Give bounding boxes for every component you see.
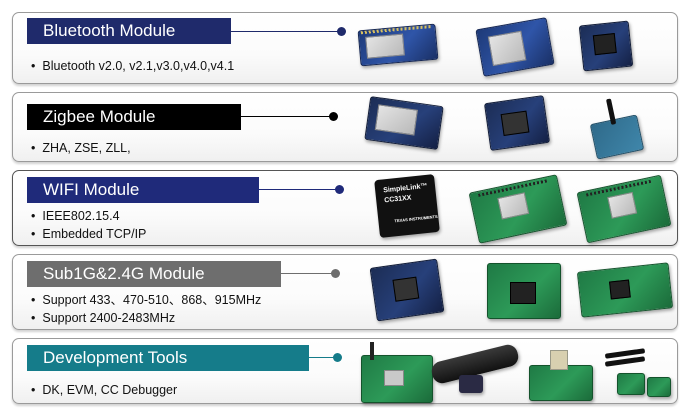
wifi-board-photo-2 xyxy=(576,174,672,244)
connector-dot xyxy=(337,27,346,36)
feature-item: IEEE802.15.4 xyxy=(31,207,146,225)
feature-list: IEEE802.15.4 Embedded TCP/IP xyxy=(31,207,146,243)
feature-item: DK, EVM, CC Debugger xyxy=(31,381,177,399)
bluetooth-module-photo-1 xyxy=(357,23,439,67)
connector-dot xyxy=(329,112,338,121)
feature-item: Support 2400-2483MHz xyxy=(31,309,261,327)
bluetooth-module-photo-2 xyxy=(475,17,555,77)
module-title-wifi[interactable]: WIFI Module xyxy=(27,177,259,203)
module-panel-bluetooth: Bluetooth Module Bluetooth v2.0, v2.1,v3… xyxy=(12,12,678,84)
feature-list: ZHA, ZSE, ZLL, xyxy=(31,139,130,157)
module-title-bluetooth[interactable]: Bluetooth Module xyxy=(27,18,231,44)
zigbee-xbee-photo xyxy=(589,98,645,160)
connector-line xyxy=(231,31,341,32)
dev-kit-photo xyxy=(361,342,433,403)
feature-item: Bluetooth v2.0, v2.1,v3.0,v4.0,v4.1 xyxy=(31,57,234,75)
feature-item: Support 433、470-510、868、915MHz xyxy=(31,291,261,309)
module-title-sub1g[interactable]: Sub1G&2.4G Module xyxy=(27,261,281,287)
connector-line xyxy=(241,116,333,117)
dongle-photo xyxy=(459,375,483,393)
sub1g-module-photo-2 xyxy=(487,263,561,319)
zigbee-module-photo-2 xyxy=(483,95,551,151)
feature-list: Support 433、470-510、868、915MHz Support 2… xyxy=(31,291,261,327)
zigbee-module-photo-1 xyxy=(364,96,444,150)
debugger-board-photo xyxy=(617,373,645,395)
bluetooth-module-photo-3 xyxy=(578,20,634,72)
wifi-board-photo-1 xyxy=(468,174,568,244)
feature-list: DK, EVM, CC Debugger xyxy=(31,381,177,399)
feature-item: Embedded TCP/IP xyxy=(31,225,146,243)
module-title-dev-tools[interactable]: Development Tools xyxy=(27,345,309,371)
module-panel-zigbee: Zigbee Module ZHA, ZSE, ZLL, xyxy=(12,92,678,162)
connector-dot xyxy=(333,353,342,362)
connector-line xyxy=(309,357,337,358)
module-panel-wifi: WIFI Module IEEE802.15.4 Embedded TCP/IP… xyxy=(12,170,678,246)
connector-line xyxy=(281,273,335,274)
module-title-zigbee[interactable]: Zigbee Module xyxy=(27,104,241,130)
connector-dot xyxy=(335,185,344,194)
connector-dot xyxy=(331,269,340,278)
feature-item: ZHA, ZSE, ZLL, xyxy=(31,139,130,157)
debugger-board-photo xyxy=(647,377,671,397)
sub1g-module-photo-1 xyxy=(369,258,445,322)
wifi-chip-photo: SimpleLink™ CC31XX TEXAS INSTRUMENTS xyxy=(374,174,440,238)
evm-board-photo xyxy=(529,350,593,401)
sub1g-module-photo-3 xyxy=(576,262,674,318)
feature-list: Bluetooth v2.0, v2.1,v3.0,v4.0,v4.1 xyxy=(31,57,234,75)
module-panel-dev-tools: Development Tools DK, EVM, CC Debugger xyxy=(12,338,678,404)
connector-line xyxy=(259,189,339,190)
module-panel-sub1g: Sub1G&2.4G Module Support 433、470-510、86… xyxy=(12,254,678,330)
